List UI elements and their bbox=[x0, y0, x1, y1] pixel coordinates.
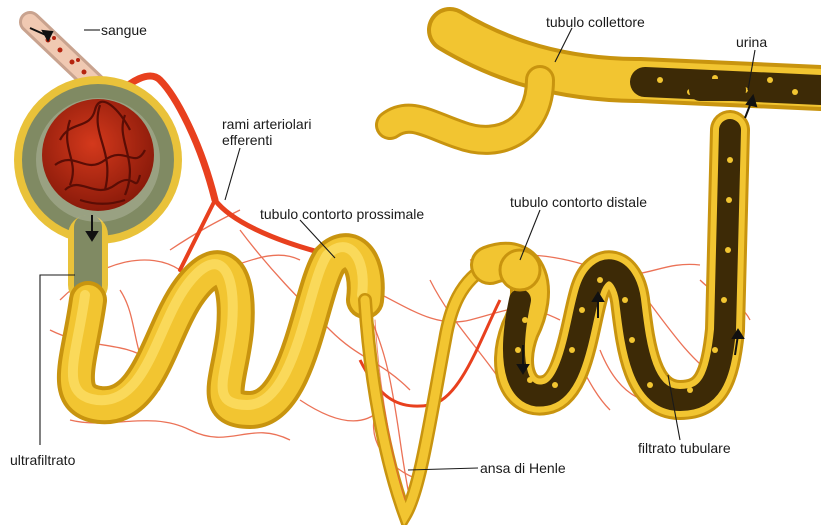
label-filtrato-tubulare: filtrato tubulare bbox=[638, 440, 731, 456]
label-ultrafiltrato: ultrafiltrato bbox=[10, 452, 75, 468]
label-sangue: sangue bbox=[101, 22, 147, 38]
label-tubulo-collettore: tubulo collettore bbox=[546, 14, 645, 30]
label-tubulo-contorto-prossimale: tubulo contorto prossimale bbox=[260, 206, 424, 222]
proximal-tubule bbox=[73, 247, 366, 410]
label-ansa-di-henle: ansa di Henle bbox=[480, 460, 566, 476]
label-tubulo-contorto-distale: tubulo contorto distale bbox=[510, 194, 647, 210]
glomerulus bbox=[42, 99, 154, 211]
label-rami-line2: efferenti bbox=[222, 132, 311, 148]
label-urina: urina bbox=[736, 34, 767, 50]
label-rami-arteriolari-efferenti: rami arteriolari efferenti bbox=[222, 116, 311, 148]
label-rami-line1: rami arteriolari bbox=[222, 116, 311, 132]
